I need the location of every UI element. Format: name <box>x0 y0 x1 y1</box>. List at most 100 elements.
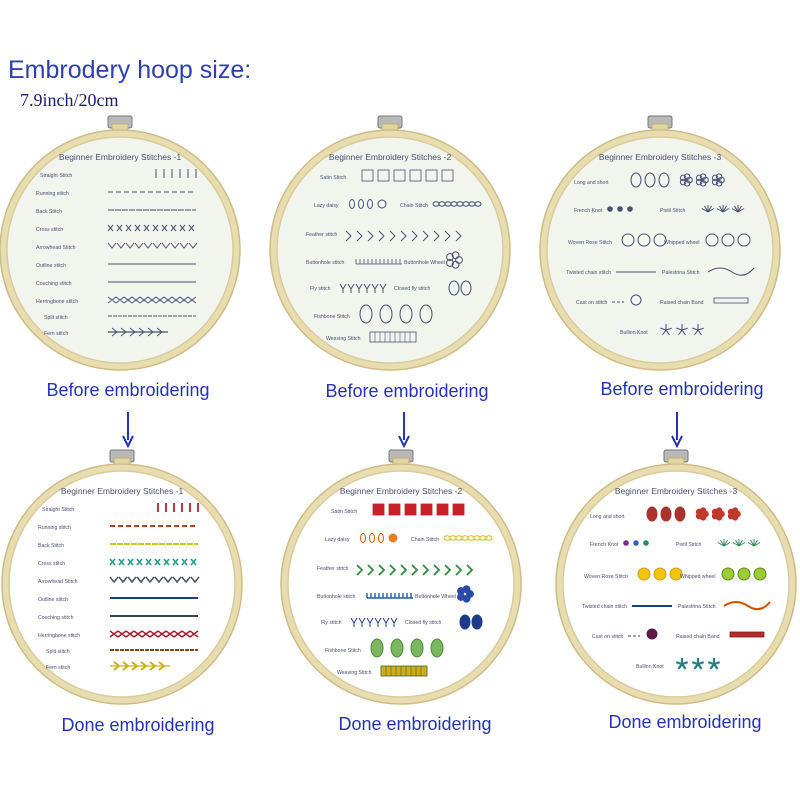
fishbone-leaf <box>390 638 404 658</box>
satin-square <box>388 503 401 516</box>
whipped-wheel <box>705 233 719 247</box>
cast-on-stitch <box>630 294 642 306</box>
woven-rose <box>621 233 635 247</box>
long-short-flower <box>731 507 739 514</box>
pistil-stitch <box>716 205 730 213</box>
stitch-label: Buttonhole stitch <box>317 594 355 600</box>
stitch-label: Fishbone Stitch <box>314 314 350 320</box>
stitch-label: Feather stitch <box>317 566 349 572</box>
fishbone-leaf <box>399 304 413 324</box>
hoop-title: Beginner Embroidery Stitches -3 <box>615 486 738 496</box>
stitch-label: Pistil Stitch <box>660 208 685 214</box>
hoop-fabric <box>276 136 504 364</box>
stitch-label: Herringbone stitch <box>36 299 78 305</box>
stitch-label: Split stitch <box>44 315 68 321</box>
woven-rose <box>653 233 667 247</box>
palestrina-stitch <box>707 267 755 276</box>
fishbone-leaf <box>410 638 424 658</box>
hoop-2-before: Beginner Embroidery Stitches -2 Satin Sti… <box>269 112 511 374</box>
stitch-label: Weaving Stitch <box>337 670 372 676</box>
stitch-label: Raised chain Band <box>676 634 720 640</box>
stitch-label: Fern stitch <box>46 665 70 671</box>
raised-chain-band <box>729 631 765 638</box>
stitch-label: Weaving Stitch <box>326 336 361 342</box>
bullion-knot-star <box>660 324 672 336</box>
fishbone-leaf <box>430 638 444 658</box>
french-knot <box>617 206 623 212</box>
bullion-knot-star <box>676 324 688 336</box>
long-short-flower <box>699 180 707 187</box>
stitch-label: Outline stitch <box>36 263 66 269</box>
stitch-sample <box>107 224 195 232</box>
stitch-sample <box>110 661 170 671</box>
closed-fly-leaf <box>459 614 471 630</box>
hoop-2-done: Beginner Embroidery Stitches -2 Satin Sti… <box>280 446 522 708</box>
stitch-label: Couching stitch <box>38 615 74 621</box>
fishbone-leaf <box>359 304 373 324</box>
woven-rose <box>637 233 651 247</box>
stitch-label: Satin Stitch <box>320 175 346 181</box>
stitch-label: Long and short <box>590 514 625 520</box>
lazy-daisy-petal <box>360 533 366 543</box>
french-knot <box>607 206 613 212</box>
stitch-sample <box>107 242 198 249</box>
french-knot <box>643 540 649 546</box>
stitch-label: Raised chain Band <box>660 300 704 306</box>
stitch-sample <box>155 169 197 178</box>
fishbone-leaf <box>370 638 384 658</box>
arrow-down-icon <box>671 412 683 448</box>
hoop-1-before: Beginner Embroidery Stitches -1 Straight … <box>0 112 241 374</box>
long-short-flower <box>695 174 703 182</box>
french-knot <box>623 540 629 546</box>
buttonhole-stitch <box>355 259 402 265</box>
stitch-label: Palestrina Stitch <box>662 270 700 276</box>
stitch-label: Closed fly stitch <box>394 286 430 292</box>
lazy-daisy-petal <box>378 533 384 543</box>
hoop-title: Beginner Embroidery Stitches -2 <box>340 486 463 496</box>
buttonhole-stitch <box>366 593 413 599</box>
weaving-patch <box>369 331 417 343</box>
satin-square <box>420 503 433 516</box>
stitch-label: Satin Stitch <box>331 509 357 515</box>
woven-rose <box>669 567 683 581</box>
caption-before-2: Before embroidering <box>325 381 489 401</box>
lazy-daisy-petal <box>349 199 355 209</box>
feather-stitch <box>356 564 474 576</box>
stitch-label: Straight Stitch <box>42 507 74 513</box>
lazy-daisy-petal <box>369 533 375 543</box>
long-short-petal <box>660 506 672 522</box>
chain-link <box>474 201 482 207</box>
weaving-patch <box>380 665 428 677</box>
hoop-drawing: Beginner Embroidery Stitches -3 Long and … <box>555 449 797 705</box>
hoop-fabric <box>287 470 515 698</box>
fishbone-leaf <box>379 304 393 324</box>
stitch-label: Cast on stitch <box>576 300 608 306</box>
stitch-label: Whipped wheel <box>680 574 715 580</box>
satin-square <box>409 169 422 182</box>
stitch-label: Cross stitch <box>38 561 65 567</box>
long-short-flower <box>715 507 723 514</box>
stitch-sample <box>109 558 197 566</box>
caption-done-2: Done embroidering <box>338 714 492 734</box>
hoop-title: Beginner Embroidery Stitches -1 <box>59 152 182 162</box>
lazy-daisy-flower <box>377 199 387 209</box>
caption-before-3: Before embroidering <box>600 379 764 399</box>
stitch-label: Long and short <box>574 180 609 186</box>
hoop-fabric <box>6 136 234 364</box>
bullion-knot-star <box>707 658 721 670</box>
stitch-label: Twisted chain stitch <box>582 604 627 610</box>
long-short-flower <box>683 173 691 180</box>
cast-on-stitch <box>646 628 658 640</box>
satin-square <box>377 169 390 182</box>
stitch-label: Fly stitch <box>321 620 342 626</box>
stitch-label: Herringbone stitch <box>38 633 80 639</box>
long-short-flower <box>679 174 687 182</box>
satin-square <box>441 169 454 182</box>
closed-fly-leaf <box>471 614 483 630</box>
long-short-flower <box>679 178 687 186</box>
woven-rose <box>653 567 667 581</box>
hoop-title: Beginner Embroidery Stitches -2 <box>329 152 452 162</box>
stitch-label: Straight Stitch <box>40 173 72 179</box>
hoop-fabric <box>562 470 790 698</box>
long-short-flower <box>695 178 703 186</box>
